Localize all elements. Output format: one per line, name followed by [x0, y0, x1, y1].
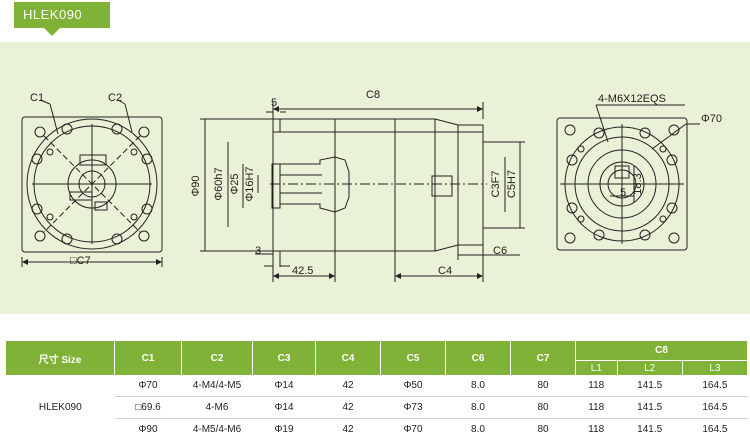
rear-flange-outline — [556, 117, 688, 251]
label-key-width: 5 — [620, 187, 626, 199]
table-cell: Φ90 — [138, 424, 158, 435]
table-cell: Φ73 — [380, 396, 446, 419]
header-l2: L2 — [617, 360, 683, 375]
label-c5: C5H7 — [506, 170, 518, 198]
label-3: 3 — [255, 245, 261, 257]
header-l3: L3 — [682, 360, 749, 375]
rear-view: 4-M6X12EQS Φ70 5 18.3 — [556, 93, 722, 251]
table-cell: Φ50 — [380, 375, 446, 397]
spec-table: 尺寸 Size C1 C2 C3 C4 C5 C6 C7 C8 L1 L2 L3… — [6, 341, 749, 440]
header-c5: C5 — [380, 341, 446, 375]
side-motor-flange — [272, 118, 336, 252]
table-row: Φ90 4-M5/4-M6 Φ19 42 Φ70 8.0 80 118 141.… — [6, 419, 748, 440]
table-cell: 141.5 — [617, 396, 683, 419]
label-c1: C1 — [30, 92, 44, 104]
table-cell: Φ14 — [252, 396, 316, 419]
table-cell: 80 — [510, 375, 576, 397]
label-bolt: 4-M6X12EQS — [598, 93, 666, 105]
table-cell: 118 — [575, 396, 618, 419]
table-cell: Φ70 — [114, 375, 182, 397]
label-5: 5 — [271, 97, 277, 109]
table-cell: 4-M5/4-M6 — [192, 424, 242, 435]
table-cell: 164.5 — [682, 375, 748, 397]
table-cell: 118 — [575, 375, 618, 397]
header-c7: C7 — [510, 341, 576, 375]
label-d70: Φ70 — [701, 113, 722, 125]
label-c8: C8 — [366, 89, 380, 101]
table-cell: 118 — [588, 424, 605, 435]
technical-drawing: C1 C2 □C7 C8 5 Φ90 Φ60h7 Φ25 Φ16H7 — [21, 89, 722, 282]
table-cell: 141.5 — [637, 424, 663, 435]
table-cell: 164.5 — [682, 396, 748, 419]
header-c2: C2 — [181, 341, 253, 375]
table-row: HLEK090 Φ70 4-M4/4-M5 Φ14 42 Φ50 8.0 80 … — [6, 375, 748, 413]
table-cell: 42 — [315, 375, 381, 397]
label-42-5: 42.5 — [292, 265, 313, 277]
label-d25: Φ25 — [229, 173, 241, 194]
model-cell: HLEK090 — [38, 402, 82, 413]
side-output-body — [434, 118, 484, 252]
table-cell: 164.5 — [702, 424, 728, 435]
header-c3: C3 — [252, 341, 316, 375]
header-c4: C4 — [315, 341, 381, 375]
table-cell: 141.5 — [617, 375, 683, 397]
header-c8: C8 — [575, 341, 748, 361]
side-pilot — [271, 163, 281, 209]
model-title: HLEK090 — [23, 7, 83, 22]
label-c7: □C7 — [70, 255, 91, 267]
table-cell: 80 — [510, 396, 576, 419]
label-d90: Φ90 — [190, 175, 202, 196]
label-d60: Φ60h7 — [213, 167, 225, 200]
table-cell: 8.0 — [445, 375, 511, 397]
header-c6: C6 — [445, 341, 511, 375]
label-c2: C2 — [108, 92, 122, 104]
technical-drawing-panel: C1 C2 □C7 C8 5 Φ90 Φ60h7 Φ25 Φ16H7 — [0, 42, 750, 314]
table-cell: Φ19 — [274, 424, 294, 435]
table-cell: 42 — [315, 396, 381, 419]
table-cell: 8.0 — [471, 424, 485, 435]
label-d16: Φ16H7 — [244, 166, 256, 201]
table-cell: Φ70 — [403, 424, 423, 435]
table-cell: 4-M4/4-M5 — [181, 375, 253, 397]
label-c3: C3F7 — [490, 171, 502, 198]
model-title-tab: HLEK090 — [14, 2, 110, 36]
label-c4: C4 — [438, 265, 452, 277]
header-l1: L1 — [575, 360, 618, 375]
label-key-height: 18.3 — [632, 173, 644, 194]
table-cell: 4-M6 — [181, 396, 253, 419]
side-view: C8 5 Φ90 Φ60h7 Φ25 Φ16H7 C3F7 C5H7 3 42.… — [190, 89, 525, 282]
header-size: 尺寸 Size — [6, 341, 115, 375]
table-cell: 80 — [537, 424, 549, 435]
front-view: C1 C2 □C7 — [21, 92, 163, 267]
label-c6: C6 — [493, 245, 507, 257]
front-flange-outline — [21, 116, 163, 253]
table-cell: Φ14 — [252, 375, 316, 397]
table-cell: 42 — [342, 424, 354, 435]
table-cell: 8.0 — [445, 396, 511, 419]
table-row: □69.6 4-M6 Φ14 42 Φ73 8.0 80 118 141.5 1… — [6, 396, 748, 419]
table-cell: □69.6 — [114, 396, 182, 419]
header-c1: C1 — [114, 341, 182, 375]
front-outer-circle — [26, 118, 158, 250]
